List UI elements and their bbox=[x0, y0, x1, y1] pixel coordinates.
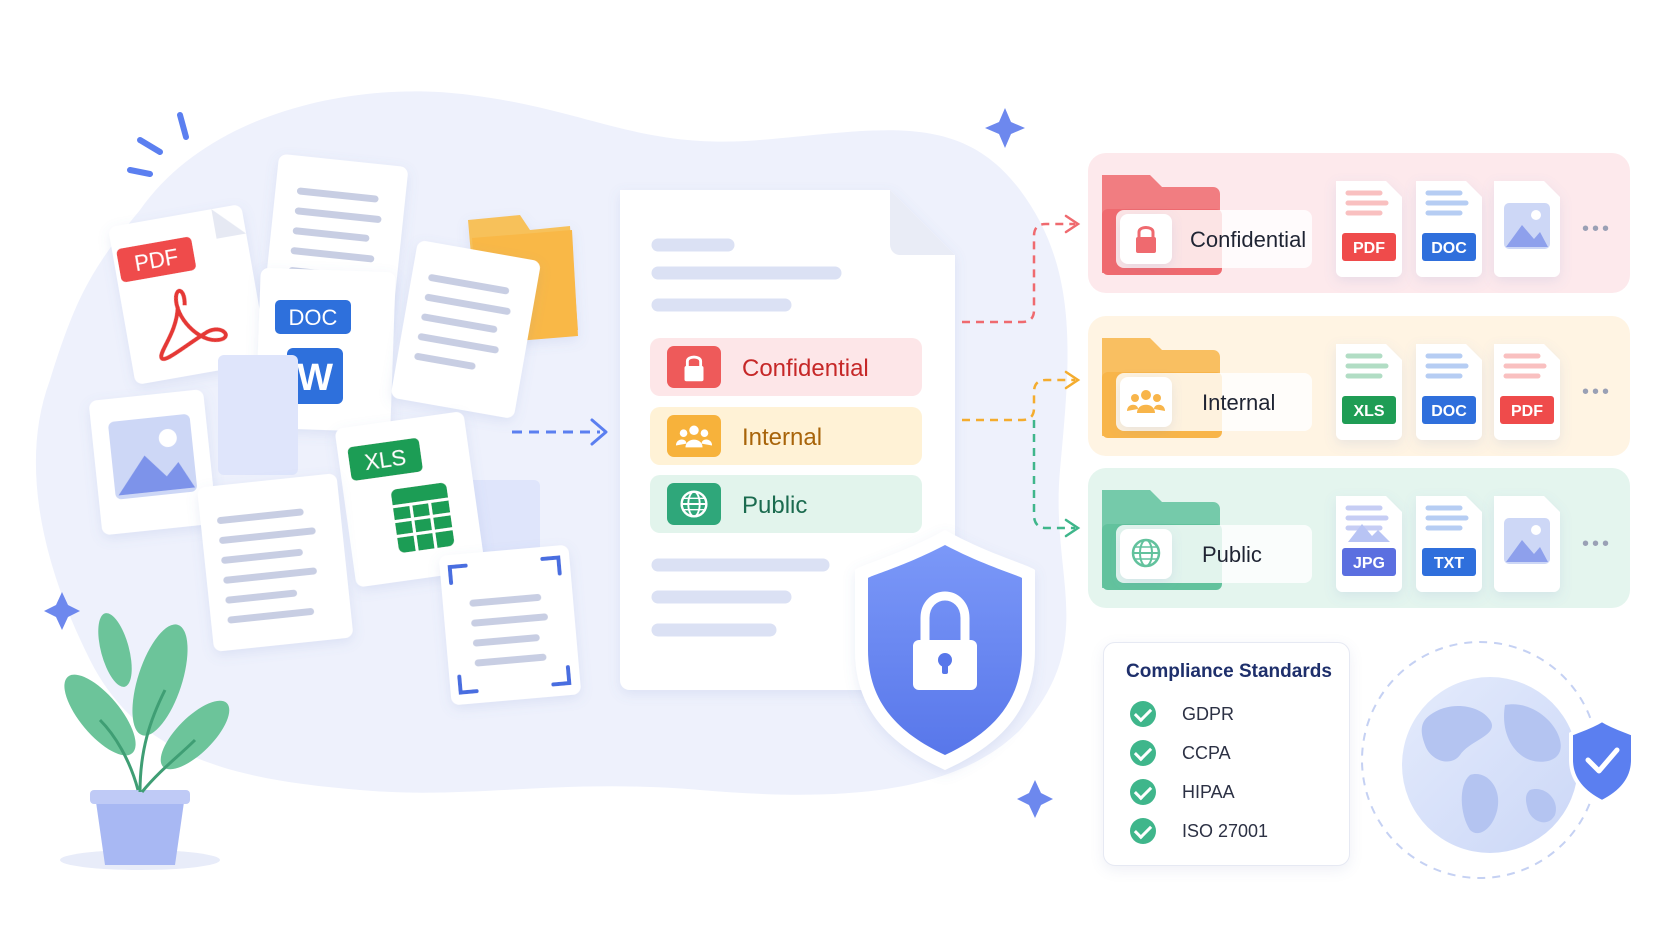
category-name: Internal bbox=[1202, 390, 1275, 415]
plant-decoration bbox=[60, 613, 230, 870]
scan-document-icon bbox=[439, 545, 581, 705]
classification-label-public: Public bbox=[650, 475, 922, 533]
compliance-item-label: ISO 27001 bbox=[1182, 820, 1269, 841]
compliance-title: Compliance Standards bbox=[1126, 661, 1332, 682]
file-type-tag: TXT bbox=[1434, 555, 1464, 572]
doc-tag: DOC bbox=[289, 305, 338, 330]
word-letter: W bbox=[297, 357, 333, 399]
spreadsheet-document-icon: XLS bbox=[335, 412, 485, 587]
text-document-icon bbox=[391, 241, 540, 418]
lock-icon bbox=[1136, 226, 1156, 253]
category-name: Confidential bbox=[1190, 227, 1306, 252]
compliance-item: ISO 27001 bbox=[1130, 816, 1268, 846]
people-icon bbox=[1127, 390, 1165, 413]
flow-arrow bbox=[512, 418, 608, 446]
file-jpg: JPG bbox=[1336, 496, 1402, 592]
center-document-lines bbox=[651, 238, 842, 637]
connector-internal bbox=[962, 370, 1081, 422]
more-files-indicator: ••• bbox=[1582, 533, 1612, 555]
file-type-tag: PDF bbox=[1353, 240, 1385, 257]
classification-label-text: Public bbox=[742, 492, 807, 519]
classification-label-confidential: Confidential bbox=[650, 338, 922, 396]
compliance-item: GDPR bbox=[1130, 699, 1234, 729]
compliance-item-label: HIPAA bbox=[1182, 781, 1235, 802]
check-icon bbox=[1130, 701, 1156, 727]
classification-label-text: Internal bbox=[742, 424, 822, 451]
file-type-tag: DOC bbox=[1431, 240, 1467, 257]
check-icon bbox=[1130, 779, 1156, 805]
globe-icon bbox=[680, 490, 708, 518]
check-icon bbox=[1130, 818, 1156, 844]
security-shield-icon bbox=[855, 530, 1035, 770]
people-icon bbox=[675, 425, 713, 448]
text-document-icon bbox=[197, 473, 353, 652]
globe-illustration bbox=[1361, 641, 1635, 879]
file-type-tag: JPG bbox=[1353, 555, 1385, 572]
file-pdf: PDF bbox=[1494, 344, 1560, 440]
compliance-standards-card: Compliance Standards GDPR CCPA HIPAA ISO… bbox=[1103, 642, 1350, 866]
file-type-tag: DOC bbox=[1431, 403, 1467, 420]
file-doc: DOC bbox=[1416, 344, 1482, 440]
classification-label-internal: Internal bbox=[650, 407, 922, 465]
classification-label-text: Confidential bbox=[742, 355, 869, 382]
pdf-document-icon: PDF bbox=[109, 205, 268, 384]
image-file-icon bbox=[1494, 181, 1560, 277]
file-pdf: PDF bbox=[1336, 181, 1402, 277]
burst-lines-icon bbox=[127, 112, 189, 177]
image-file-icon bbox=[89, 389, 217, 535]
connector-confidential bbox=[962, 214, 1081, 324]
category-name: Public bbox=[1202, 542, 1262, 567]
file-doc: DOC bbox=[1416, 181, 1482, 277]
compliance-item: HIPAA bbox=[1130, 777, 1235, 807]
file-txt: TXT bbox=[1416, 496, 1482, 592]
file-type-tag: PDF bbox=[1511, 403, 1543, 420]
sparkle-icon bbox=[44, 108, 1053, 818]
check-icon bbox=[1130, 740, 1156, 766]
more-files-indicator: ••• bbox=[1582, 381, 1612, 403]
compliance-item-label: CCPA bbox=[1182, 742, 1231, 763]
more-files-indicator: ••• bbox=[1582, 218, 1612, 240]
lock-icon bbox=[684, 355, 704, 382]
background-sheet bbox=[218, 355, 298, 475]
word-document-icon: DOC W bbox=[255, 267, 396, 433]
connector-public bbox=[1032, 420, 1081, 538]
compliance-item: CCPA bbox=[1130, 738, 1231, 768]
globe-icon bbox=[1131, 538, 1161, 568]
file-type-tag: XLS bbox=[1353, 403, 1384, 420]
compliance-item-label: GDPR bbox=[1182, 703, 1235, 724]
file-xls: XLS bbox=[1336, 344, 1402, 440]
image-file-icon bbox=[1494, 496, 1560, 592]
xls-tag: XLS bbox=[363, 445, 408, 476]
